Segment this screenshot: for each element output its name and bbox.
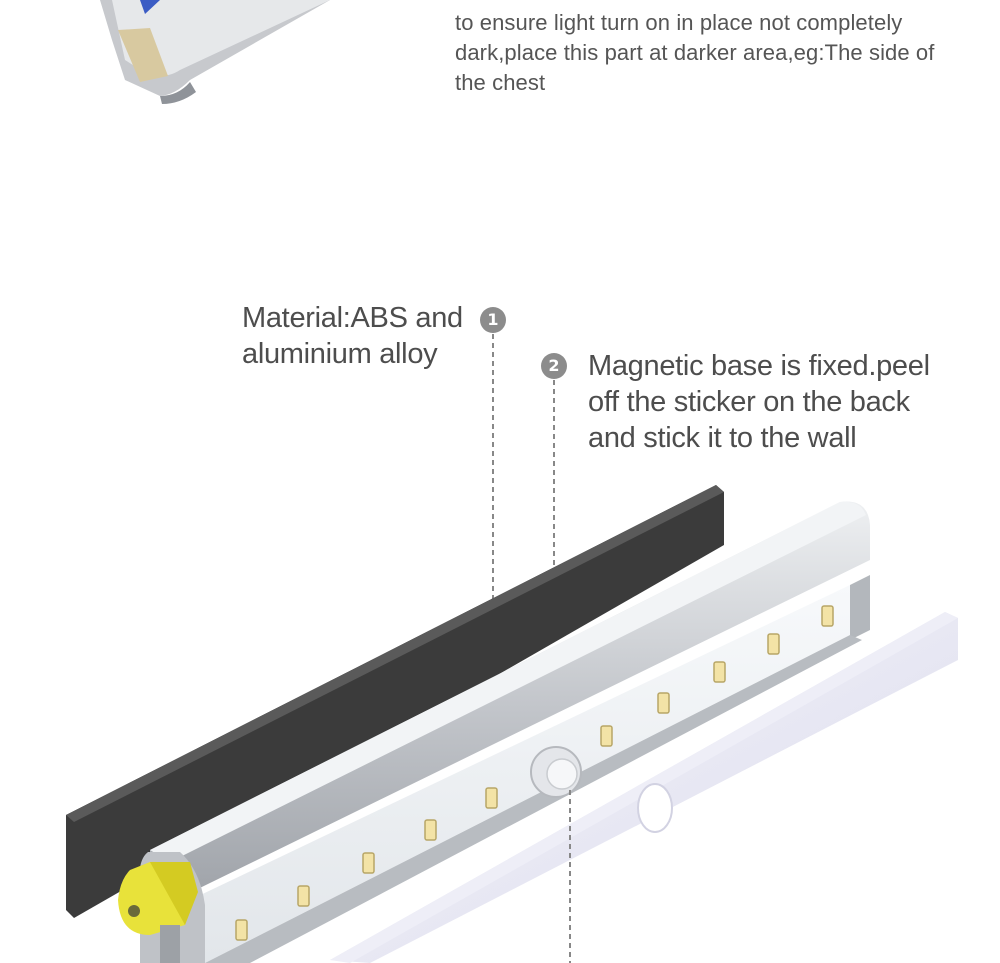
magnetic-line-1: Magnetic base is fixed.peel <box>588 350 930 382</box>
motion-sensor-icon <box>530 746 582 798</box>
magnetic-base-callout: Magnetic base is fixed.peel off the stic… <box>588 348 968 456</box>
note-line-3: the chest <box>455 70 546 95</box>
material-line-1: Material:ABS and <box>242 302 463 334</box>
light-bar-end-icon <box>100 0 330 104</box>
callout-1-badge: 1 <box>480 307 506 333</box>
led-row <box>235 605 834 941</box>
callout-2-badge: 2 <box>541 353 567 379</box>
led-light-bar <box>149 501 870 963</box>
sensor-placement-note: to ensure light turn on in place not com… <box>455 8 939 98</box>
diffuser-cover <box>330 612 958 963</box>
note-line-2: dark,place this part at darker area,eg:T… <box>455 40 935 65</box>
material-callout: Material:ABS and aluminium alloy <box>242 300 482 372</box>
note-line-1: to ensure light turn on in place not com… <box>455 10 903 35</box>
material-line-2: aluminium alloy <box>242 338 438 370</box>
yellow-switch-icon <box>118 852 205 963</box>
magnetic-line-3: and stick it to the wall <box>588 422 857 454</box>
magnetic-line-2: off the sticker on the back <box>588 386 910 418</box>
